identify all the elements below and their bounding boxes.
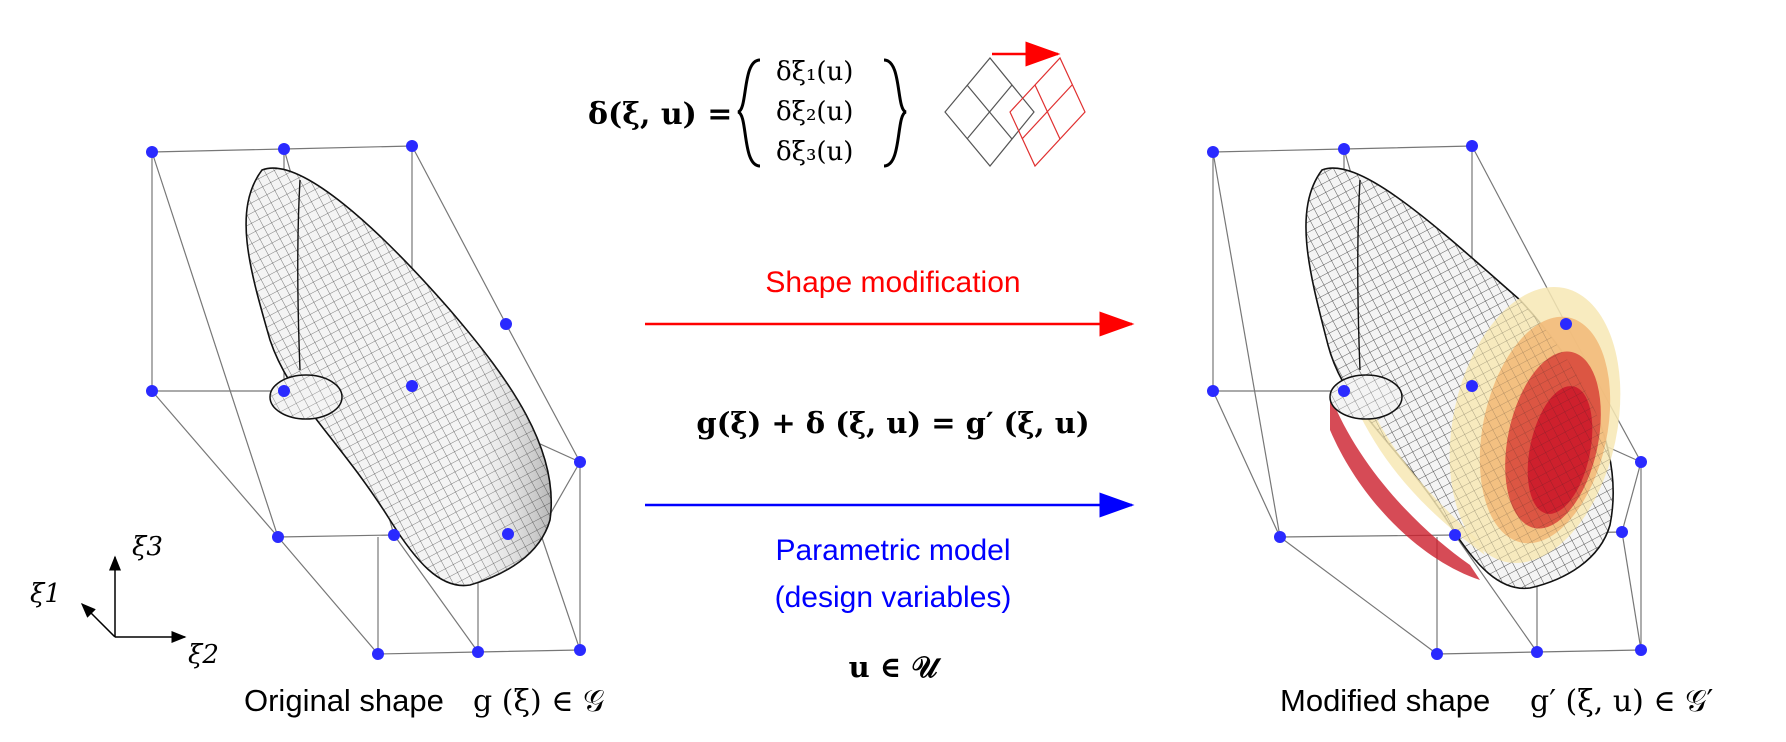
- original-caption-math: g (ξ) ∈ 𝒢: [473, 684, 604, 719]
- modified-shape-figure: [1207, 140, 1647, 660]
- original-lattice: [151, 145, 581, 655]
- original-shape-figure: [146, 140, 586, 660]
- delta-component-1: δξ₁(u): [776, 57, 853, 87]
- delta-definition: δ(ξ, u) = δξ₁(u) δξ₂(u) δξ₃(u): [588, 57, 907, 168]
- shape-modification-label: Shape modification: [765, 266, 1020, 299]
- original-control-points: [146, 140, 586, 660]
- modified-caption-text: Modified shape: [1280, 683, 1490, 718]
- original-hull-mesh: [245, 167, 552, 587]
- parametric-model-label-line2: (design variables): [775, 581, 1012, 614]
- xi3-label: ξ3: [132, 532, 163, 562]
- original-caption-text: Original shape: [244, 683, 444, 718]
- delta-component-2: δξ₂(u): [776, 97, 853, 127]
- modified-caption-math: g′ (ξ, u) ∈ 𝒢′: [1530, 684, 1714, 719]
- modified-control-points: [1207, 140, 1647, 660]
- modified-hull-mesh: [1305, 167, 1621, 590]
- design-variable-set: u ∈ 𝒰: [849, 650, 942, 684]
- delta-component-3: δξ₃(u): [776, 137, 853, 167]
- xi1-label: ξ1: [30, 579, 61, 609]
- axes-triad: ξ3 ξ1 ξ2: [30, 532, 219, 670]
- delta-lhs: δ(ξ, u) =: [588, 97, 732, 132]
- parametric-model-label-line1: Parametric model: [775, 534, 1010, 567]
- shape-equation: g(ξ) + δ (ξ, u) = g′ (ξ, u): [696, 406, 1089, 440]
- lattice-deformation-icon: [944, 41, 1086, 168]
- xi2-label: ξ2: [188, 640, 219, 670]
